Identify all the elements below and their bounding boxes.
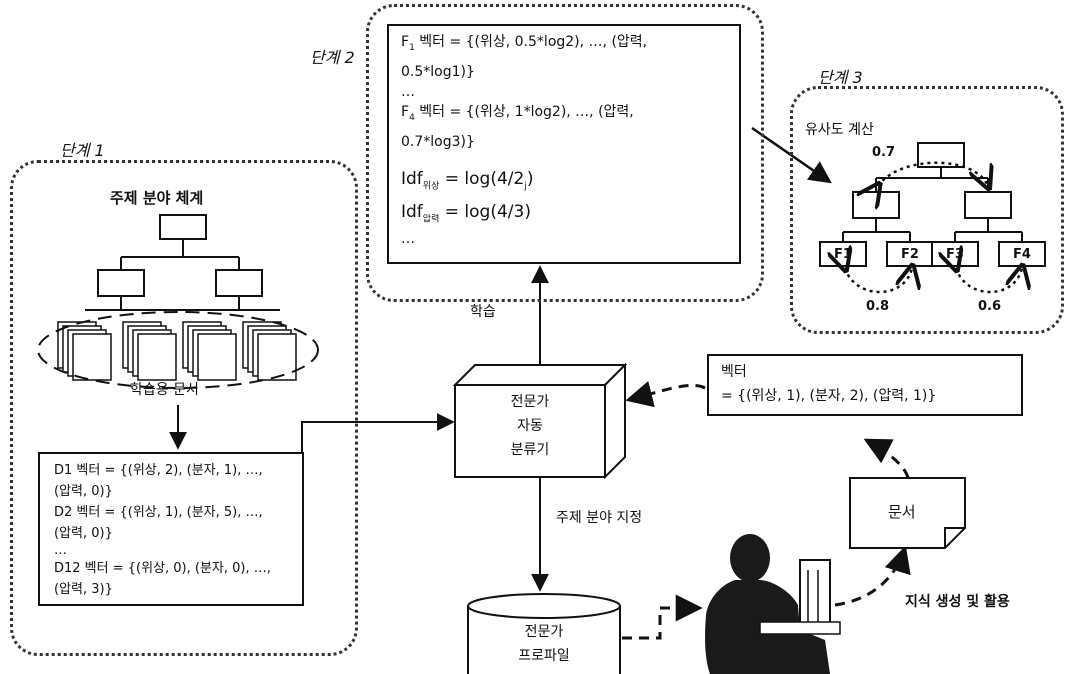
vector-line: D2 벡터 = {(위상, 1), (분자, 5), …, — [54, 502, 302, 523]
learn-label: 학습 — [470, 300, 496, 324]
idf-phase: Idf위상 = log(4/2j) — [401, 166, 739, 199]
input-vector-line2: = {(위상, 1), (분자, 2), (압력, 1)} — [721, 384, 1021, 408]
user-at-computer-icon — [705, 534, 840, 674]
similarity-top-value: 0.7 — [872, 142, 895, 163]
vector-line: … — [54, 544, 302, 558]
ellipsis-1: … — [401, 84, 739, 100]
ellipsis-2: … — [401, 232, 739, 246]
taxonomy-title: 주제 분야 체계 — [110, 186, 203, 210]
input-vector-line1: 벡터 — [721, 360, 1021, 384]
f1-vector-line1: F1 벡터 = {(위상, 0.5*log2), …, (압력, — [401, 30, 739, 60]
classifier-label: 전문가 자동 분류기 — [455, 390, 605, 462]
document-vectors-list: D1 벡터 = {(위상, 2), (분자, 1), …, (압력, 0)} D… — [40, 454, 302, 600]
expert-profile-label: 전문가 프로파일 — [468, 620, 620, 668]
category-vectors-box: F1 벡터 = {(위상, 0.5*log2), …, (압력, 0.5*log… — [387, 24, 741, 264]
f1-vector-line2: 0.5*log1)} — [401, 60, 739, 84]
document-vectors-box: D1 벡터 = {(위상, 2), (분자, 1), …, (압력, 0)} D… — [38, 452, 304, 606]
stage3-label: 단계 3 — [818, 64, 863, 88]
vector-line: (압력, 0)} — [54, 481, 302, 502]
leaf-f2: F2 — [887, 244, 933, 265]
vector-line: D12 벡터 = {(위상, 0), (분자, 0), …, — [54, 558, 302, 579]
profile-line: 전문가 — [468, 620, 620, 644]
f4-vector-line1: F4 벡터 = {(위상, 1*log2), …, (압력, — [401, 100, 739, 130]
vector-to-classifier-arrow — [628, 385, 705, 400]
vector-line: (압력, 0)} — [54, 523, 302, 544]
vector-line: D1 벡터 = {(위상, 2), (분자, 1), …, — [54, 460, 302, 481]
knowledge-label: 지식 생성 및 활용 — [905, 590, 1010, 614]
similarity-label: 유사도 계산 — [805, 118, 874, 142]
similarity-right-value: 0.6 — [978, 296, 1001, 317]
leaf-f1: F1 — [820, 244, 866, 265]
classifier-line: 전문가 — [455, 390, 605, 414]
document-to-vector-arrow — [866, 440, 908, 478]
classifier-line: 자동 — [455, 414, 605, 438]
stage2-label: 단계 2 — [310, 44, 355, 68]
idf-pressure: Idf압력 = log(4/3) — [401, 199, 739, 232]
similarity-left-value: 0.8 — [866, 296, 889, 317]
user-to-document-arrow — [835, 548, 905, 605]
leaf-f4: F4 — [999, 244, 1045, 265]
assign-label: 주제 분야 지정 — [556, 506, 642, 530]
leaf-f3: F3 — [932, 244, 978, 265]
profile-line: 프로파일 — [468, 644, 620, 668]
document-label: 문서 — [888, 500, 916, 524]
training-docs-label: 학습용 문서 — [130, 378, 199, 402]
vector-line: (압력, 3)} — [54, 579, 302, 600]
classifier-line: 분류기 — [455, 438, 605, 462]
input-vector-box: 벡터 = {(위상, 1), (분자, 2), (압력, 1)} — [707, 354, 1023, 416]
stage1-label: 단계 1 — [60, 137, 105, 161]
profile-to-user-arrow — [622, 608, 700, 638]
f4-vector-line2: 0.7*log3)} — [401, 130, 739, 154]
